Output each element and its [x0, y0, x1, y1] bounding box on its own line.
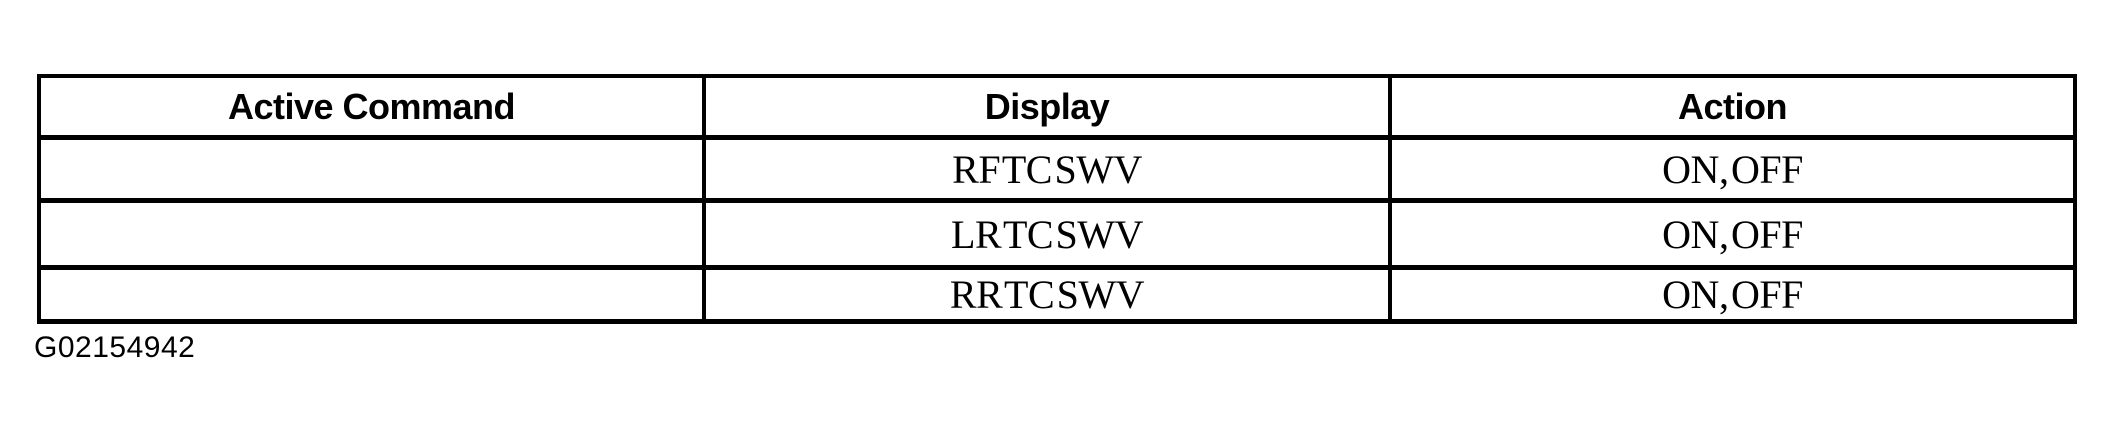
table-row: LR TC SWV ON, OFF — [37, 198, 2077, 270]
cell-action: ON, OFF — [1388, 198, 2077, 270]
cell-display: RF TC SWV — [702, 135, 1392, 203]
cell-action: ON, OFF — [1388, 135, 2077, 203]
cell-action: ON, OFF — [1388, 265, 2077, 324]
cell-active-command — [37, 198, 706, 270]
cell-active-command — [37, 135, 706, 203]
cell-active-command — [37, 265, 706, 324]
cell-display: RR TC SWV — [702, 265, 1392, 324]
header-cell-action: Action — [1388, 74, 2077, 140]
command-table: Active Command Display Action RF TC SWV … — [37, 74, 2077, 324]
table-row: RF TC SWV ON, OFF — [37, 135, 2077, 203]
table-header-row: Active Command Display Action — [37, 74, 2077, 140]
header-cell-display: Display — [702, 74, 1392, 140]
table-row: RR TC SWV ON, OFF — [37, 265, 2077, 324]
cell-display: LR TC SWV — [702, 198, 1392, 270]
command-table-wrap: Active Command Display Action RF TC SWV … — [37, 74, 2077, 324]
header-cell-active-command: Active Command — [37, 74, 706, 140]
figure-id: G02154942 — [34, 331, 196, 364]
